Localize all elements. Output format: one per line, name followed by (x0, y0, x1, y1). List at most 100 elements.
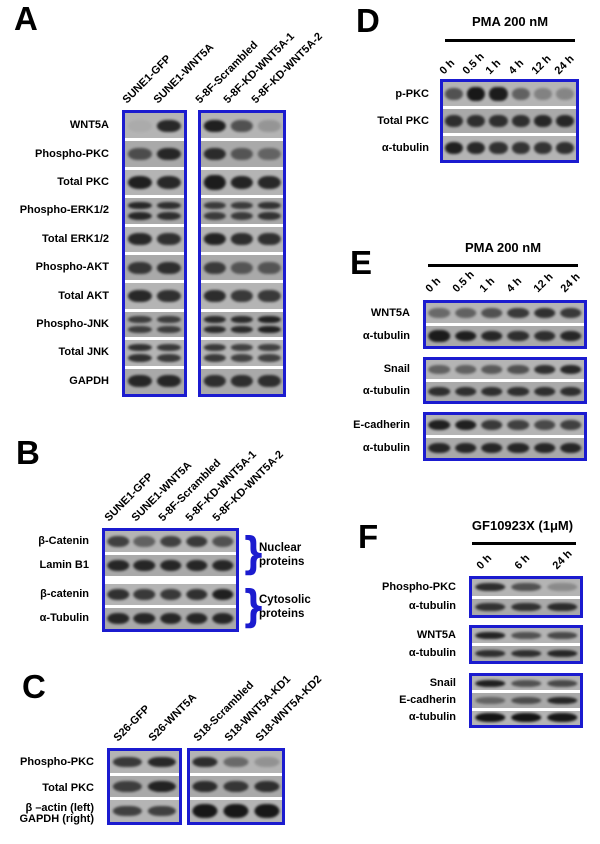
protein-band (511, 697, 541, 704)
blot-strip (125, 340, 184, 366)
protein-band (127, 202, 152, 210)
row-label: Snail (429, 676, 456, 689)
protein-band (507, 443, 529, 453)
protein-band (258, 119, 281, 132)
row-label: Phospho-JNK (36, 318, 109, 331)
blot-strip (105, 608, 236, 629)
protein-band (489, 115, 508, 127)
protein-band (507, 331, 529, 341)
protein-band (511, 583, 541, 592)
row-label: Phospho-PKC (35, 147, 109, 160)
blot-strip (426, 415, 584, 435)
protein-band (555, 115, 574, 127)
protein-band (157, 344, 182, 352)
protein-band (185, 560, 208, 571)
protein-band (511, 649, 541, 658)
blot-strip (110, 751, 179, 773)
panel-d-lane-label: 4 h (506, 57, 527, 77)
blot-strip (190, 800, 282, 823)
row-label: β –actin (left) GAPDH (right) (0, 802, 101, 825)
protein-band (147, 781, 176, 792)
row-label: WNT5A (69, 119, 109, 132)
protein-band (230, 261, 254, 274)
protein-band (223, 756, 249, 768)
blot-strip (426, 326, 584, 346)
protein-band (157, 375, 182, 388)
protein-band (133, 560, 156, 571)
blot-strip (201, 311, 283, 338)
blot-strip (472, 646, 580, 661)
group-label-line: Nuclear (259, 542, 302, 554)
protein-band (547, 649, 577, 658)
blot-strip (472, 710, 580, 725)
protein-band (475, 583, 505, 592)
panel-e-lane-label: 12 h (531, 270, 556, 295)
protein-band (533, 308, 556, 318)
protein-band (133, 536, 156, 547)
protein-band (113, 781, 142, 792)
protein-band (133, 589, 156, 600)
protein-band (203, 354, 226, 362)
protein-band (230, 202, 254, 210)
protein-band (192, 781, 218, 792)
protein-band (481, 331, 503, 341)
row-label: α-tubulin (362, 441, 410, 454)
protein-band (157, 354, 182, 362)
blot-strip (443, 136, 576, 160)
cytosolic-proteins-label: Cytosolic proteins (259, 593, 311, 621)
protein-band (203, 148, 226, 161)
panel-e-blot-1 (423, 300, 587, 349)
protein-band (230, 233, 254, 246)
row-label: WNT5A (416, 629, 456, 641)
protein-band (507, 420, 529, 430)
protein-band (533, 142, 552, 154)
protein-band (230, 344, 254, 352)
protein-band (475, 631, 505, 640)
row-label-line: GAPDH (right) (19, 812, 94, 825)
panel-c-lane-label: S26-GFP (111, 703, 153, 744)
protein-band (258, 354, 281, 362)
protein-band (127, 290, 152, 303)
protein-band (454, 386, 477, 397)
protein-band (511, 115, 530, 127)
blot-strip (426, 382, 584, 401)
blot-strip (125, 169, 184, 196)
protein-band (185, 589, 208, 600)
protein-band (258, 326, 281, 334)
protein-band (157, 233, 182, 246)
protein-band (547, 679, 577, 687)
protein-band (454, 443, 477, 453)
blot-strip (190, 775, 282, 798)
blot-strip (201, 198, 283, 224)
row-label: Phospho-PKC (20, 755, 94, 768)
protein-band (203, 344, 226, 352)
blot-strip (110, 775, 179, 798)
blot-strip (201, 113, 283, 139)
protein-band (230, 119, 254, 132)
protein-band (157, 148, 182, 161)
protein-band (428, 308, 450, 318)
protein-band (113, 756, 142, 768)
protein-band (258, 148, 281, 161)
protein-band (107, 589, 129, 600)
blot-strip (426, 438, 584, 458)
blot-strip (105, 584, 236, 605)
protein-band (203, 290, 226, 303)
protein-band (258, 290, 281, 303)
protein-band (428, 329, 450, 343)
group-label-line: Cytosolic (259, 594, 311, 606)
protein-band (428, 386, 450, 397)
protein-band (454, 364, 477, 375)
protein-band (533, 88, 552, 100)
row-label: Total JNK (58, 346, 109, 359)
row-label: β-Catenin (38, 535, 89, 547)
protein-band (254, 781, 280, 792)
protein-band (489, 142, 508, 154)
protein-band (230, 290, 254, 303)
protein-band (555, 88, 574, 100)
protein-band (127, 261, 152, 274)
protein-band (107, 560, 129, 571)
row-label: Phospho-PKC (382, 580, 456, 593)
panel-d-treatment: PMA 200 nM (471, 14, 549, 29)
protein-band (511, 713, 541, 723)
